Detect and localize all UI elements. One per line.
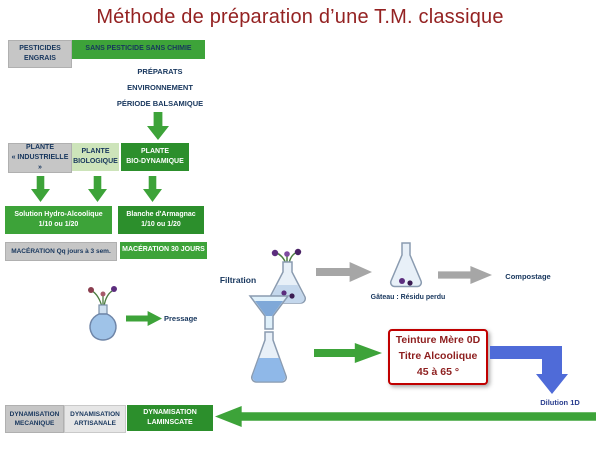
- arrow-down-icon: [147, 112, 169, 140]
- arrow-down-icon: [31, 176, 50, 202]
- box-blanche-armagnac: Blanche d'Armagnac 1/10 ou 1/20: [118, 206, 204, 234]
- arrow-down-icon: [88, 176, 107, 202]
- funnel-flask-icon: [248, 295, 290, 383]
- arrow-right-icon: [438, 266, 492, 284]
- box-plante-industrielle: PLANTE « INDUSTRIELLE »: [8, 143, 72, 173]
- label-periode-balsamique: PÉRIODE BALSAMIQUE: [116, 99, 204, 108]
- label-filtration: Filtration: [219, 275, 257, 285]
- box-dynamisation-mecanique: DYNAMISATION MECANIQUE: [5, 405, 64, 433]
- label-preparats: PRÉPARATS: [137, 67, 183, 76]
- box-pesticides-engrais: PESTICIDES ENGRAIS: [8, 40, 72, 68]
- box-maceration-qq-jours: MACÉRATION Qq jours à 3 sem.: [5, 242, 117, 261]
- box-sans-pesticide: SANS PESTICIDE SANS CHIMIE: [72, 40, 205, 59]
- arrow-right-icon: [126, 311, 162, 326]
- box-solution-hydro-alcoolique: Solution Hydro-Alcoolique 1/10 ou 1/20: [5, 206, 112, 234]
- arrow-left-icon: [215, 406, 596, 427]
- arrow-elbow-down-icon: [490, 346, 568, 394]
- box-maceration-30-jours: MACÉRATION 30 JOURS: [120, 242, 207, 259]
- label-dilution-1d: Dilution 1D: [540, 398, 580, 407]
- box-plante-biologique: PLANTE BIOLOGIQUE: [72, 143, 119, 171]
- label-pressage: Pressage: [164, 314, 198, 323]
- arrow-right-icon: [316, 262, 372, 282]
- page-title: Méthode de préparation d’une T.M. classi…: [96, 6, 504, 28]
- box-plante-biodynamique: PLANTE BIO-DYNAMIQUE: [121, 143, 189, 171]
- bottle-with-flowers-icon: [88, 286, 117, 341]
- box-dynamisation-laminscate: DYNAMISATION LAMINSCATE: [127, 405, 213, 431]
- label-gateau-residu: Gâteau : Résidu perdu: [370, 294, 446, 301]
- label-environnement: ENVIRONNEMENT: [127, 83, 193, 92]
- flask-residue-icon: [389, 242, 423, 288]
- box-dynamisation-artisanale: DYNAMISATION ARTISANALE: [64, 405, 126, 433]
- label-compostage: Compostage: [505, 272, 551, 281]
- arrow-down-icon: [143, 176, 162, 202]
- arrow-right-icon: [314, 343, 382, 363]
- box-teinture-mere: Teinture Mère 0D Titre Alcoolique 45 à 6…: [388, 329, 488, 385]
